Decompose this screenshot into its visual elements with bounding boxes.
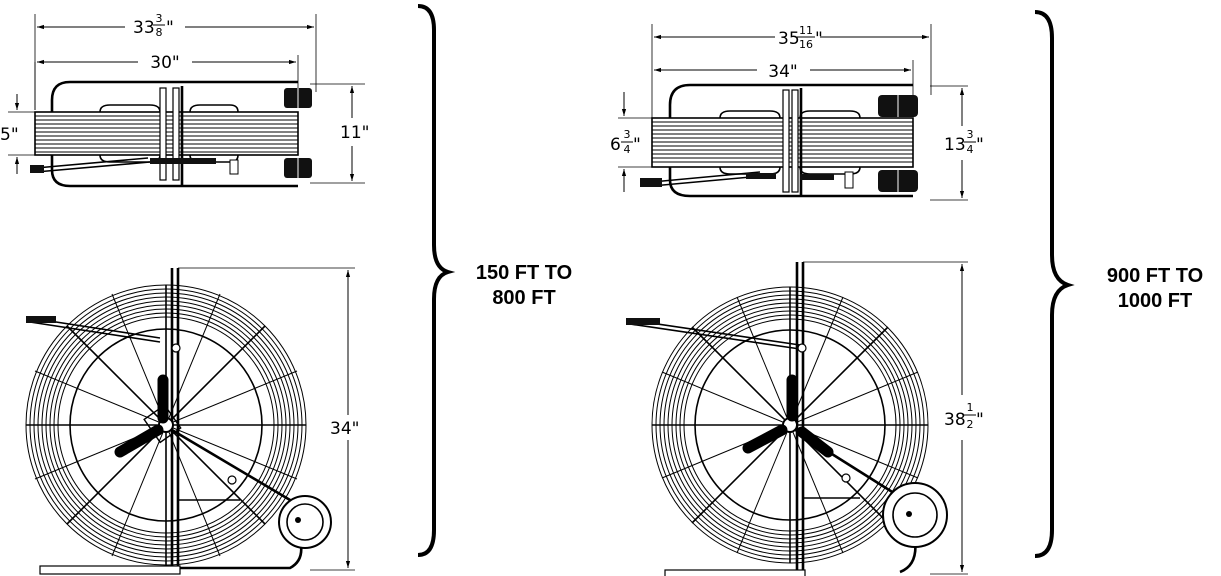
small-overall-width-label: 11" — [340, 123, 369, 143]
small-coil-width-dimension: 5" — [0, 94, 20, 174]
small-coil-width-label: 5" — [0, 125, 19, 145]
small-frame-length-dimension: 30" — [37, 53, 296, 73]
large-overall-length-den: 16 — [799, 38, 813, 51]
large-overall-length-num: 11 — [799, 24, 813, 37]
small-overall-length-dimension: 33 3 8 " — [37, 12, 314, 39]
large-range-line-2: 1000 FT — [1118, 290, 1192, 312]
small-overall-length-num: 3 — [156, 12, 163, 25]
large-overall-width-whole: 13 — [944, 135, 966, 155]
small-overall-length-den: 8 — [156, 26, 163, 39]
small-height-dimension: 34" — [178, 267, 359, 571]
large-frame-length-dimension: 34" — [654, 62, 911, 82]
large-height-den: 2 — [967, 418, 974, 431]
large-coil-width-den: 4 — [624, 143, 631, 156]
large-overall-width-den: 4 — [967, 143, 974, 156]
large-range-brace — [1034, 10, 1075, 558]
large-height-whole: 38 — [944, 410, 966, 430]
large-height-num: 1 — [967, 401, 974, 414]
small-overall-width-dimension: 11" — [340, 86, 369, 181]
small-range-line-2: 800 FT — [492, 287, 555, 309]
large-reel-side-view: 38 1 2 " — [626, 261, 984, 576]
small-overall-length-unit: " — [166, 18, 174, 38]
small-height-label: 34" — [330, 419, 359, 439]
large-coil-width-unit: " — [633, 135, 641, 155]
large-coil-width-whole: 6 — [610, 135, 621, 155]
large-height-unit: " — [976, 410, 984, 430]
large-height-dimension: 38 1 2 " — [803, 261, 984, 575]
small-frame-length-label: 30" — [150, 53, 179, 73]
large-overall-width-unit: " — [976, 135, 984, 155]
large-frame-length-label: 34" — [768, 62, 797, 82]
large-coil-width-num: 3 — [624, 128, 631, 141]
small-range-brace — [417, 4, 456, 557]
large-overall-length-whole: 35 — [778, 29, 800, 49]
small-overall-length-whole: 33 — [133, 18, 155, 38]
large-range-line-1: 900 FT TO — [1107, 265, 1203, 287]
large-overall-length-dimension: 35 11 16 " — [654, 24, 929, 51]
large-reel-top-view: 35 11 16 " 34" — [610, 24, 984, 201]
large-overall-width-dimension: 13 3 4 " — [944, 88, 984, 198]
large-overall-width-num: 3 — [967, 128, 974, 141]
large-coil-width-dimension: 6 3 4 " — [610, 92, 641, 192]
small-reel-top-view: 33 3 8 " 30" — [0, 12, 369, 188]
small-range-line-1: 150 FT TO — [476, 262, 572, 284]
large-overall-length-unit: " — [815, 29, 823, 49]
small-reel-side-view: 34" — [25, 267, 359, 575]
